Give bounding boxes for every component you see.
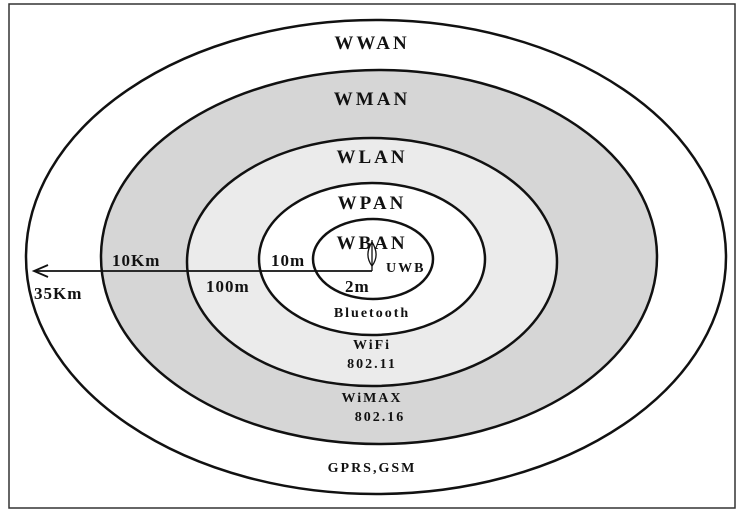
label-tech-uwb: UWB [386, 261, 425, 276]
label-distance-2m: 2m [345, 277, 370, 296]
label-wlan: WLAN [336, 147, 407, 168]
wban-ellipse [311, 217, 435, 301]
label-wman: WMAN [334, 89, 410, 110]
label-tech-wimax-standard: 802.16 [355, 410, 406, 425]
label-distance-10km: 10Km [112, 251, 160, 270]
label-tech-bluetooth: Bluetooth [334, 306, 410, 321]
label-tech-wifi: WiFi [353, 338, 391, 353]
label-distance-35km: 35Km [34, 284, 82, 303]
label-tech-gprs-gsm: GPRS,GSM [328, 461, 417, 476]
label-wban: WBAN [336, 233, 407, 254]
label-tech-wifi-standard: 802.11 [347, 357, 397, 372]
label-wpan: WPAN [338, 193, 407, 214]
range-arrow-head-icon [31, 264, 49, 278]
label-distance-10m: 10m [271, 251, 305, 270]
label-tech-wimax: WiMAX [341, 391, 402, 406]
label-wwan: WWAN [334, 33, 409, 54]
label-distance-100m: 100m [206, 277, 250, 296]
